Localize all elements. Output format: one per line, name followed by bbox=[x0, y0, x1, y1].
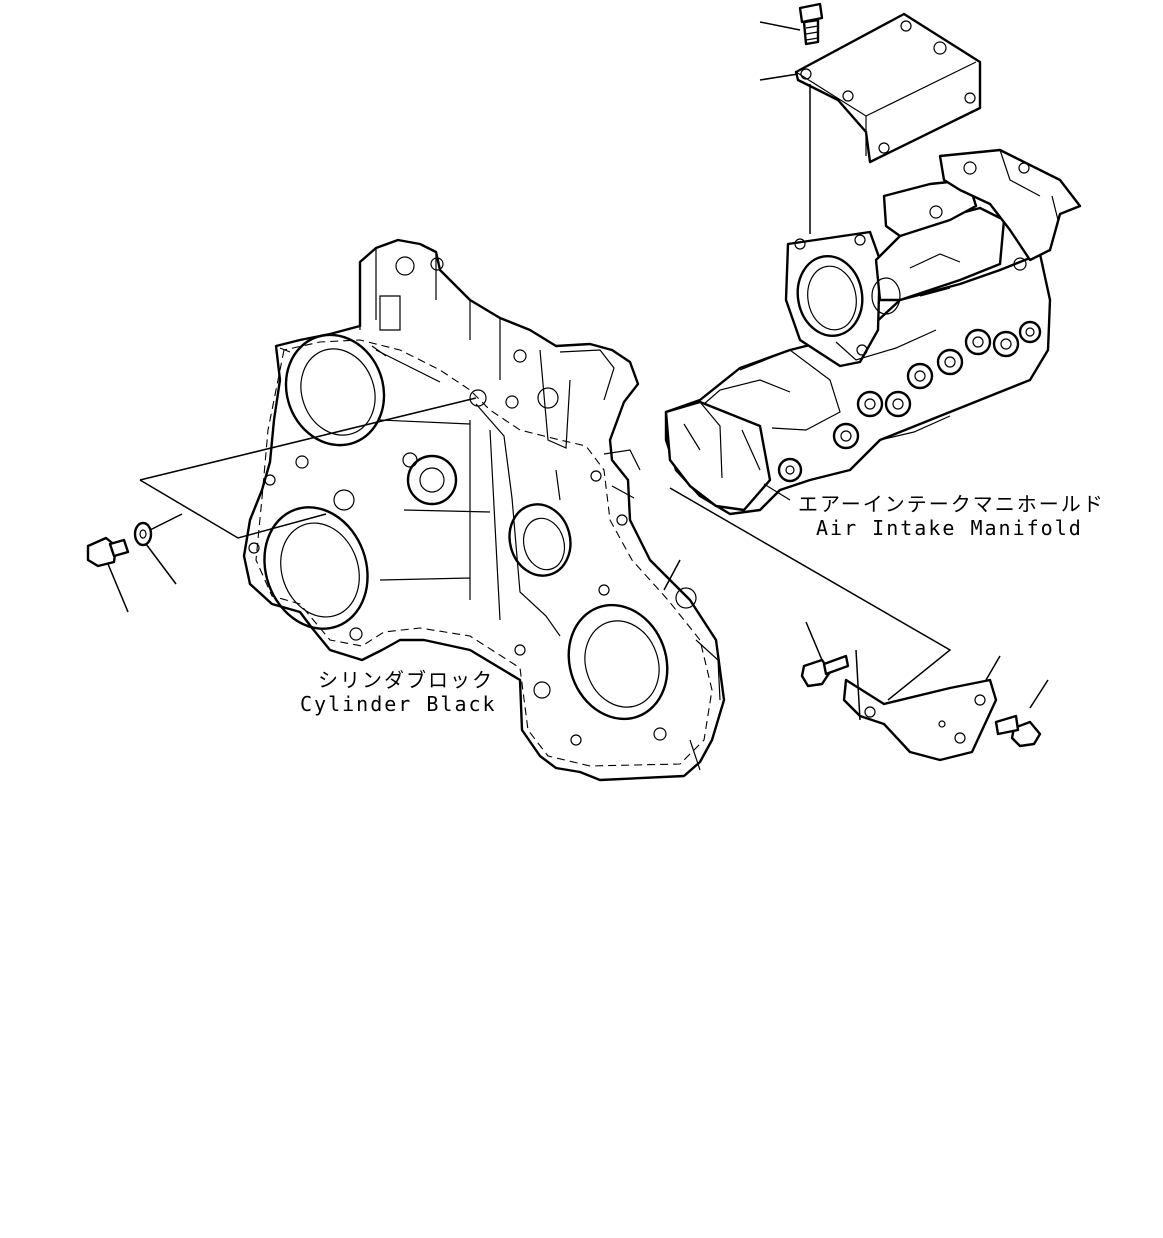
lower-support-bracket bbox=[842, 678, 998, 762]
plug-and-washer bbox=[86, 521, 153, 568]
cylinder-block-label-en: Cylinder Black bbox=[300, 692, 497, 716]
air-intake-manifold bbox=[664, 148, 1082, 516]
cylinder-block-label-jp: シリンダブロック bbox=[318, 668, 494, 692]
bracket-bolt-right bbox=[994, 714, 1042, 748]
cylinder-block bbox=[242, 238, 726, 782]
top-flange-bolt bbox=[798, 2, 824, 46]
manifold-label-jp: エアーインテークマニホールド bbox=[798, 492, 1105, 516]
manifold-bolt-bosses bbox=[777, 320, 1042, 483]
manifold-label-en: Air Intake Manifold bbox=[816, 516, 1083, 540]
bracket-bolt-left bbox=[800, 654, 850, 688]
leader-lines bbox=[107, 21, 1049, 721]
heat-shield-bracket bbox=[794, 12, 982, 164]
